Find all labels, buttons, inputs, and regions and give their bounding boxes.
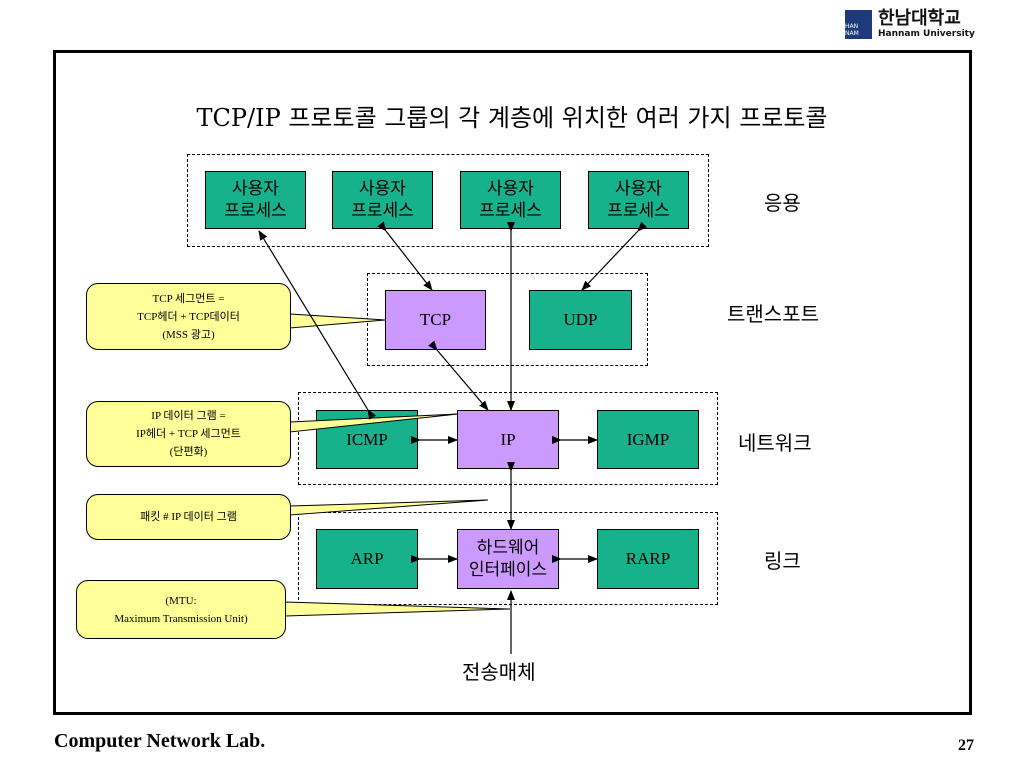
slide-title: TCP/IP 프로토콜 그룹의 각 계층에 위치한 여러 가지 프로토콜 bbox=[196, 104, 828, 132]
mtu-callout-pointer bbox=[284, 601, 511, 617]
arrow-process4-udp bbox=[581, 221, 648, 291]
ip-datagram-line-3: (단편화) bbox=[169, 446, 208, 458]
logo-name-ko: 한남대학교 bbox=[878, 8, 961, 29]
packet-line-1: 패킷 # IP 데이터 그램 bbox=[140, 511, 237, 523]
tcp-callout-pointer bbox=[289, 313, 386, 329]
ip-datagram-callout: IP 데이터 그램 = IP헤더 + TCP 세그먼트 (단편화) bbox=[86, 401, 291, 467]
application-layer-label: 응용 bbox=[764, 191, 801, 215]
ip-datagram-line-1: IP 데이터 그램 = bbox=[151, 410, 226, 422]
udp-box: UDP bbox=[529, 290, 632, 350]
tcp-segment-line-2: TCP헤더 + TCP데이터 bbox=[137, 310, 240, 323]
user-process-box-4: 사용자 프로세스 bbox=[588, 171, 689, 229]
mtu-callout: (MTU: Maximum Transmission Unit) bbox=[76, 580, 286, 639]
arrow-process1-icmp bbox=[258, 230, 377, 420]
page-number: 27 bbox=[958, 737, 974, 754]
rarp-box: RARP bbox=[597, 529, 699, 589]
user-process-box-1: 사용자 프로세스 bbox=[205, 171, 306, 229]
logo-name-en: Hannam University bbox=[878, 29, 975, 39]
user-process-box-2: 사용자 프로세스 bbox=[332, 171, 433, 229]
mtu-line-1: (MTU: bbox=[165, 594, 197, 607]
university-logo: HAN NAM 한남대학교 Hannam University bbox=[845, 9, 975, 39]
transport-layer-label: 트랜스포트 bbox=[727, 302, 819, 326]
logo-mark-icon: HAN NAM bbox=[845, 9, 872, 39]
tcp-box: TCP bbox=[385, 290, 486, 350]
ip-callout-pointer bbox=[289, 413, 459, 433]
tcp-segment-line-3: (MSS 광고) bbox=[162, 328, 215, 341]
hardware-interface-box: 하드웨어 인터페이스 bbox=[457, 529, 559, 589]
arp-box: ARP bbox=[316, 529, 418, 589]
footer-lab-name: Computer Network Lab. bbox=[54, 730, 266, 752]
mtu-line-2: Maximum Transmission Unit) bbox=[114, 612, 248, 625]
network-layer-label: 네트워크 bbox=[738, 431, 812, 455]
transmission-medium-label: 전송매체 bbox=[462, 660, 536, 684]
packet-callout-pointer bbox=[289, 499, 489, 516]
tcp-segment-callout: TCP 세그먼트 = TCP헤더 + TCP데이터 (MSS 광고) bbox=[86, 283, 291, 350]
arrow-process2-tcp bbox=[377, 221, 433, 291]
packet-callout: 패킷 # IP 데이터 그램 bbox=[86, 494, 291, 540]
igmp-box: IGMP bbox=[597, 410, 699, 469]
tcp-segment-line-1: TCP 세그먼트 = bbox=[152, 292, 225, 305]
link-layer-label: 링크 bbox=[764, 549, 801, 573]
arrow-tcp-ip bbox=[428, 340, 489, 411]
logo-mark-text: HAN NAM bbox=[845, 22, 859, 37]
ip-datagram-line-2: IP헤더 + TCP 세그먼트 bbox=[136, 428, 241, 440]
application-layer-group bbox=[187, 154, 709, 247]
user-process-box-3: 사용자 프로세스 bbox=[460, 171, 561, 229]
